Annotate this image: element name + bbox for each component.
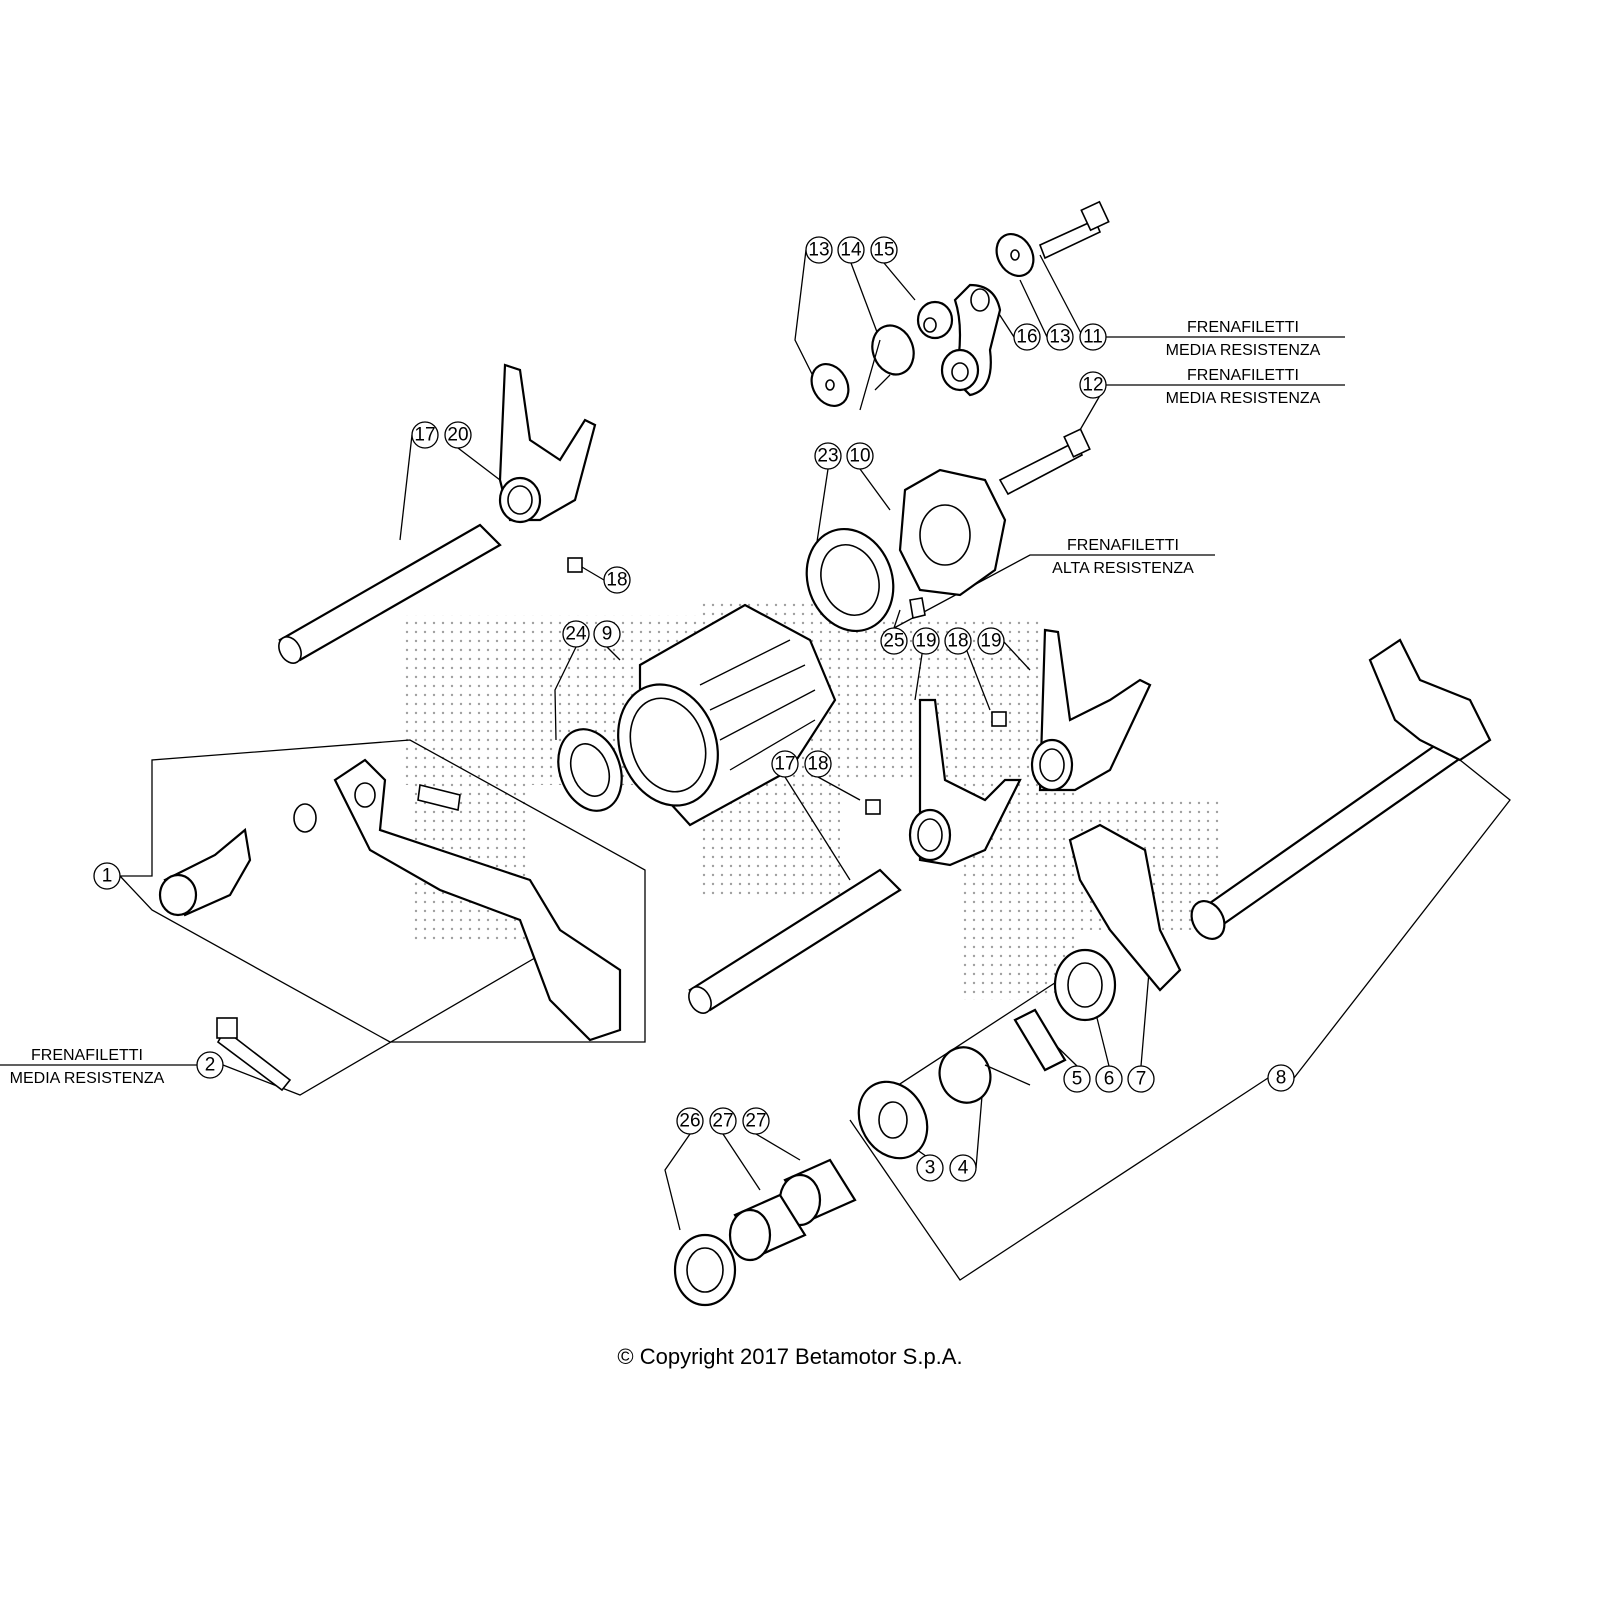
callout-24[interactable]: 24 xyxy=(562,620,590,648)
callout-label: 13 xyxy=(808,240,829,261)
callout-label: 5 xyxy=(1072,1069,1083,1090)
callout-label: 1 xyxy=(102,866,113,887)
bolt-11 xyxy=(1038,200,1110,260)
callout-23[interactable]: 23 xyxy=(814,442,842,470)
callout-label: 18 xyxy=(807,754,828,775)
callout-label: 27 xyxy=(745,1111,766,1132)
note-line1: FRENAFILETTI xyxy=(1067,537,1179,554)
copyright-text: © Copyright 2017 Betamotor S.p.A. xyxy=(617,1344,963,1369)
threadlocker-note-12: FRENAFILETTI MEDIA RESISTENZA xyxy=(1166,367,1321,407)
callout-14[interactable]: 14 xyxy=(837,236,865,264)
callout-label: 16 xyxy=(1016,327,1037,348)
callout-6[interactable]: 6 xyxy=(1095,1065,1123,1093)
callout-12[interactable]: 12 xyxy=(1079,371,1107,399)
callout-9[interactable]: 9 xyxy=(593,620,621,648)
callout-26[interactable]: 26 xyxy=(676,1107,704,1135)
callout-10[interactable]: 10 xyxy=(846,442,874,470)
note-line2: MEDIA RESISTENZA xyxy=(1166,390,1321,407)
callout-label: 17 xyxy=(774,754,795,775)
callout-27[interactable]: 27 xyxy=(709,1107,737,1135)
callout-label: 12 xyxy=(1082,375,1103,396)
callout-label: 13 xyxy=(1049,327,1070,348)
callout-15[interactable]: 15 xyxy=(870,236,898,264)
callout-17[interactable]: 17 xyxy=(771,750,799,778)
threadlocker-note-11: FRENAFILETTI MEDIA RESISTENZA xyxy=(1166,319,1321,359)
note-line1: FRENAFILETTI xyxy=(1187,319,1299,336)
callout-label: 23 xyxy=(817,446,838,467)
callout-label: 25 xyxy=(883,631,904,652)
callout-label: 14 xyxy=(840,240,862,261)
callout-label: 26 xyxy=(679,1111,700,1132)
callout-16[interactable]: 16 xyxy=(1013,323,1041,351)
callout-label: 10 xyxy=(849,446,870,467)
callout-4[interactable]: 4 xyxy=(949,1154,977,1182)
parts xyxy=(158,200,1492,1307)
note-line2: ALTA RESISTENZA xyxy=(1052,560,1194,577)
callout-label: 19 xyxy=(980,631,1001,652)
threadlocker-note-25: FRENAFILETTI ALTA RESISTENZA xyxy=(1052,537,1194,577)
note-line2: MEDIA RESISTENZA xyxy=(1166,342,1321,359)
threadlocker-note-2: FRENAFILETTI MEDIA RESISTENZA xyxy=(10,1047,165,1087)
note-line2: MEDIA RESISTENZA xyxy=(10,1070,165,1087)
callout-label: 4 xyxy=(958,1158,969,1179)
callout-1[interactable]: 1 xyxy=(93,862,121,890)
callout-8[interactable]: 8 xyxy=(1267,1064,1295,1092)
callout-7[interactable]: 7 xyxy=(1127,1065,1155,1093)
callout-20[interactable]: 20 xyxy=(444,421,472,449)
callout-label: 24 xyxy=(565,624,587,645)
callout-18[interactable]: 18 xyxy=(804,750,832,778)
callout-19[interactable]: 19 xyxy=(912,627,940,655)
callout-18[interactable]: 18 xyxy=(603,566,631,594)
callout-label: 8 xyxy=(1276,1068,1287,1089)
callout-25[interactable]: 25 xyxy=(880,627,908,655)
callout-5[interactable]: 5 xyxy=(1063,1065,1091,1093)
callout-label: 6 xyxy=(1104,1069,1115,1090)
callout-3[interactable]: 3 xyxy=(916,1154,944,1182)
callout-label: 19 xyxy=(915,631,936,652)
callout-label: 3 xyxy=(925,1158,936,1179)
callout-label: 20 xyxy=(447,425,468,446)
callout-13[interactable]: 13 xyxy=(1046,323,1074,351)
callout-17[interactable]: 17 xyxy=(411,421,439,449)
callout-19[interactable]: 19 xyxy=(977,627,1005,655)
callout-2[interactable]: 2 xyxy=(196,1051,224,1079)
callout-label: 11 xyxy=(1083,327,1103,348)
callout-label: 7 xyxy=(1136,1069,1147,1090)
callout-label: 9 xyxy=(602,624,613,645)
watermark xyxy=(400,600,1220,1000)
callout-label: 2 xyxy=(205,1055,216,1076)
callout-label: 18 xyxy=(606,570,627,591)
note-line1: FRENAFILETTI xyxy=(31,1047,143,1064)
callout-13[interactable]: 13 xyxy=(805,236,833,264)
callout-18[interactable]: 18 xyxy=(944,627,972,655)
callout-label: 17 xyxy=(414,425,435,446)
note-line1: FRENAFILETTI xyxy=(1187,367,1299,384)
callout-label: 27 xyxy=(712,1111,733,1132)
callout-11[interactable]: 11 xyxy=(1079,323,1107,351)
callout-label: 18 xyxy=(947,631,968,652)
callout-label: 15 xyxy=(873,240,894,261)
callout-27[interactable]: 27 xyxy=(742,1107,770,1135)
